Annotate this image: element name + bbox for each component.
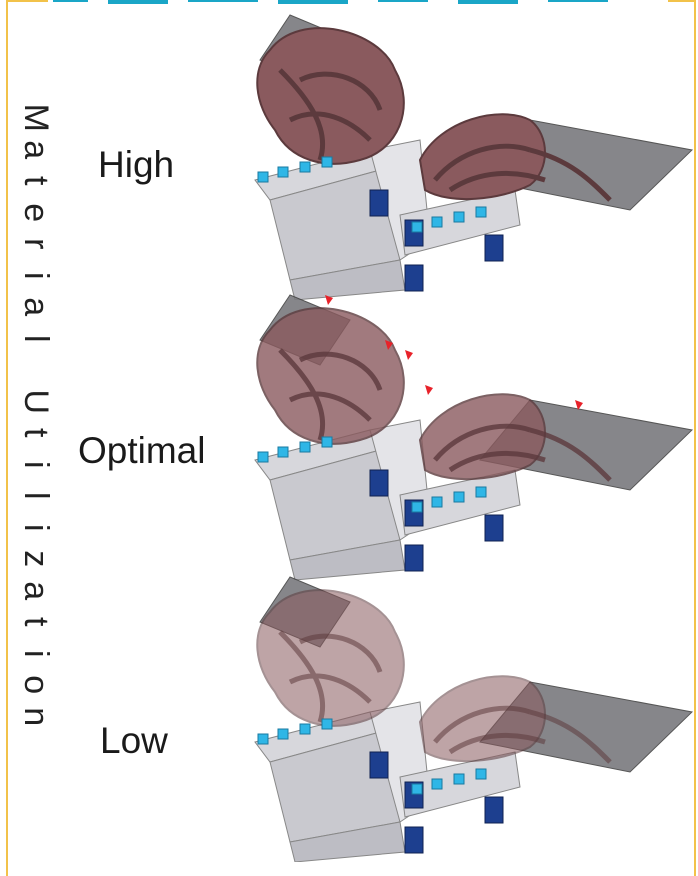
- clamp-block: [369, 469, 389, 497]
- axis-label-char: t: [16, 428, 55, 438]
- force-marker: [575, 400, 583, 410]
- locating-pin: [431, 496, 443, 508]
- clamp-block: [404, 544, 424, 572]
- axis-label-char: i: [16, 271, 55, 280]
- locating-pin: [299, 161, 311, 173]
- structure-right-mass: [418, 675, 546, 762]
- model-optimal-utilization: [254, 294, 694, 580]
- structure-left-ribs: [278, 68, 383, 161]
- clamp-block: [369, 189, 389, 217]
- locating-pin: [277, 166, 289, 178]
- axis-label-char: z: [16, 550, 55, 568]
- locating-pin: [453, 211, 465, 223]
- structure-left-mass: [256, 27, 405, 165]
- locating-pin: [277, 446, 289, 458]
- axis-label-char: t: [16, 617, 55, 627]
- axis-label-char: o: [16, 675, 55, 695]
- axis-label-char: i: [16, 460, 55, 469]
- axis-label-char: a: [16, 297, 55, 317]
- axis-label-char: r: [16, 238, 55, 250]
- locating-pin: [431, 778, 443, 790]
- axis-label-char: a: [16, 139, 55, 159]
- locating-pin: [411, 783, 423, 795]
- figure-frame: [6, 0, 696, 876]
- locating-pin: [321, 436, 333, 448]
- structure-right-mass: [418, 393, 546, 480]
- clamp-block: [484, 234, 504, 262]
- structure-left-mass: [256, 589, 405, 727]
- locating-pin: [321, 156, 333, 168]
- axis-label-char: i: [16, 649, 55, 658]
- clamp-block: [484, 796, 504, 824]
- locating-pin: [475, 206, 487, 218]
- force-marker: [425, 385, 433, 395]
- structure-right-mass: [418, 113, 546, 200]
- force-marker: [405, 350, 413, 360]
- locating-pin: [453, 773, 465, 785]
- clamp-block: [369, 751, 389, 779]
- locating-pin: [411, 221, 423, 233]
- structure-right-ribs: [433, 143, 612, 202]
- axis-label-char: e: [16, 202, 55, 222]
- cropped-title-strip: [48, 0, 668, 10]
- locating-pin: [257, 733, 269, 745]
- locating-pin: [475, 768, 487, 780]
- locating-pin: [411, 501, 423, 513]
- axis-label-char: [19, 353, 51, 387]
- model-high-utilization: [254, 14, 694, 300]
- clamp-block: [404, 826, 424, 854]
- locating-pin: [475, 486, 487, 498]
- locating-pin: [431, 216, 443, 228]
- axis-label-char: t: [16, 176, 55, 186]
- force-marker: [325, 295, 333, 305]
- locating-pin: [321, 718, 333, 730]
- axis-label-char: U: [16, 388, 55, 414]
- structure-left-mass: [256, 307, 405, 445]
- clamp-block: [404, 264, 424, 292]
- structure-left-ribs: [278, 630, 383, 723]
- locating-pin: [257, 451, 269, 463]
- level-label-high: High: [98, 144, 175, 185]
- locating-pin: [257, 171, 269, 183]
- axis-label-char: a: [16, 580, 55, 600]
- model-low-utilization: [254, 576, 694, 862]
- level-label-low: Low: [100, 720, 168, 761]
- axis-label-char: n: [16, 706, 55, 726]
- locating-pin: [299, 723, 311, 735]
- level-label-optimal: Optimal: [78, 430, 206, 471]
- axis-label-char: i: [16, 523, 55, 532]
- cropped-title-glyphs: [48, 0, 668, 8]
- clamp-block: [484, 514, 504, 542]
- structure-right-ribs: [433, 423, 612, 482]
- locating-pin: [277, 728, 289, 740]
- locating-pin: [453, 491, 465, 503]
- axis-label-char: M: [16, 103, 55, 132]
- axis-label-char: l: [16, 334, 55, 343]
- axis-label-char: l: [16, 491, 55, 500]
- force-marker: [385, 340, 393, 350]
- structure-right-ribs: [433, 705, 612, 764]
- locating-pin: [299, 441, 311, 453]
- structure-left-ribs: [278, 348, 383, 441]
